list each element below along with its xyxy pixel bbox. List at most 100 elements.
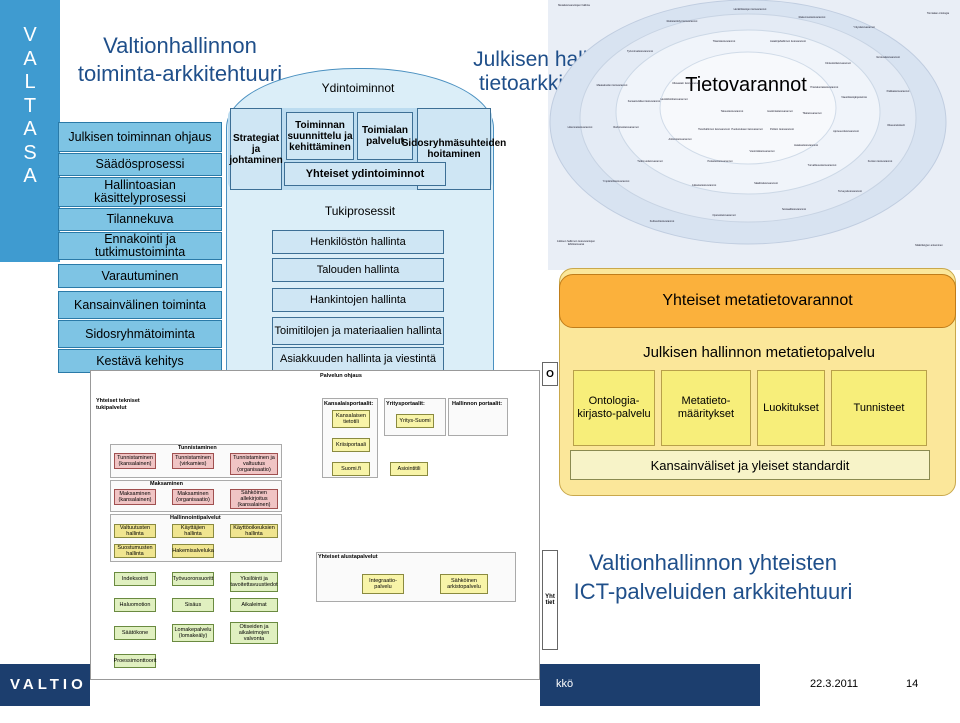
ring-label: Työvoimatietovarannot [626, 50, 654, 53]
portal-label: Hallinnon portaalit: [452, 401, 503, 407]
ohjaus-item: Julkisen toiminnan ohjaus [58, 122, 222, 152]
portal-group [448, 398, 508, 436]
ring-label: Sosiaalitietovarannot [781, 208, 807, 211]
palvelun-ohjaus-label: Palvelun ohjaus [320, 373, 362, 379]
ring-label: Kiinteistötietovarannot [825, 62, 851, 65]
alusta-title: Yhteiset alustapalvelut [318, 554, 378, 560]
strategi-box: Strategiat ja johtaminen [229, 108, 283, 190]
ring-label: Liikennetietovarannot [567, 126, 593, 129]
valtasa-letter: T [23, 94, 37, 117]
ydin-box: Toiminnan suunnittelu ja kehittäminen [286, 112, 354, 160]
ring-label: Terveystietovarannot [838, 190, 862, 193]
ring-label: Rekisteröidyt tietovarannot [666, 20, 698, 23]
maksaminen-item: Maksaminen (organisaatio) [172, 489, 214, 505]
ring-label: Yritystietovarannot [853, 26, 875, 29]
ring-label: Pelastustietovarannot [707, 160, 733, 163]
alusta-item: Integraatio-palvelu [362, 574, 404, 594]
top-right-label: Toimialan ontologia [926, 12, 950, 15]
misc-service: Työvuoronsuoritt [172, 572, 214, 586]
ohjaus-item: Ennakointi ja tutkimustoiminta [58, 232, 222, 260]
cutoff-o: O [542, 362, 558, 386]
misc-service: Säätökone [114, 626, 156, 640]
ohjaus-item: Hallintoasian käsittelyprosessi [58, 177, 222, 207]
ring-label: Henkilötietojen tietovarannot [733, 8, 767, 11]
ring-label: Paikkatietovarannot [886, 90, 910, 93]
misc-service: Yksilöinti ja tavoitettavuustiedot [230, 572, 278, 592]
misc-service: Sisäus [172, 598, 214, 612]
ring-label: Yhteiskuntatietovarannot [809, 86, 839, 89]
footer-band-left [0, 664, 90, 706]
footer-date: 22.3.2011 [810, 678, 859, 690]
metapalvelu-box: Ontologia-kirjasto-palvelu [573, 370, 655, 446]
ring-label: Poliisin tietovarannot [770, 128, 794, 131]
yhteiset-ydin-box: Yhteiset ydintoiminnot [284, 162, 446, 186]
ring-label: Oikeusrekisterit [887, 124, 905, 127]
ict-title: Valtionhallinnon yhteisten ICT-palveluid… [573, 550, 853, 604]
valtasa-letter: A [23, 165, 37, 187]
misc-service: Proessimonttoorit [114, 654, 156, 668]
ydin-box: Toimialan palvelut [357, 112, 413, 160]
ohjaus-item: Tilannekuva [58, 208, 222, 231]
ring-label: Puolustuksen tietovarannot [731, 128, 763, 131]
ohjaus-item: Varautuminen [58, 264, 222, 288]
portal-item: Yritys-Suomi [396, 414, 434, 428]
maksaminen-item: Sähköinen allekirjoitus (kansalainen) [230, 489, 278, 509]
ring-label: Tietohallinnon tietovarannot [698, 128, 730, 131]
tieto-ellipses [549, 0, 947, 245]
misc-service: Indeksointi [114, 572, 156, 586]
ring-label: Rakennustietovarannot [798, 16, 826, 19]
tunnistaminen-item: Tunnistaminen (virkamies) [172, 453, 214, 469]
misc-service: Lomakepalvelu (lomakeäly) [172, 624, 214, 642]
portal-label: Kansalaisportaalit: [324, 401, 374, 407]
ring-label: Arkistotietovarannot [668, 138, 692, 141]
misc-service: Haluomotion [114, 598, 156, 612]
ring-label: Ympäristötietovarannot [602, 180, 630, 183]
ring-label: Kulttuuritietovarannot [649, 220, 675, 223]
metapalvelu-box: Tunnisteet [831, 370, 927, 446]
ohjaus-item: Säädösprosessi [58, 153, 222, 176]
tuki-box: Henkilöstön hallinta [272, 230, 444, 254]
footer-name-fragment: kkö [556, 678, 574, 690]
portal-item: Suomi.fi [332, 462, 370, 476]
bottom-left-label: Julkisen hallinnon tietovarantojen lähtö… [556, 240, 596, 246]
valtasa-letter: A [23, 47, 37, 70]
sidosryhma-box: Sidosryhmäsuhteiden hoitaminen [402, 108, 506, 190]
tuki-box: Hankintojen hallinta [272, 288, 444, 312]
valtasa-letter: S [23, 141, 37, 164]
ring-label: Ulkoasiain tietovarannot [672, 82, 700, 85]
ring-label: Ajoneuvotietovarannot [833, 130, 859, 133]
tunnistaminen-item: Tunnistaminen (kansalainen) [114, 453, 156, 469]
tietovarannot-title: Tietovarannot [685, 74, 807, 96]
left-title: Valtionhallinnon toiminta-arkkitehtuuri [77, 33, 283, 86]
tuki-box: Asiakkuuden hallinta ja viestintä [272, 347, 444, 371]
footer-logo: VALTIO [10, 676, 87, 693]
portal-item: Kriisiportaali [332, 438, 370, 452]
footer-band-mid [540, 664, 760, 706]
hallinnointi-item: Käyttäjien hallinta [172, 524, 214, 538]
ring-label: Tutkimustietovarannot [637, 160, 663, 163]
left-letter-band [0, 0, 60, 262]
ring-label: Taloustietovarannot [720, 110, 744, 113]
ring-label: Rahoitustietovarannot [613, 126, 639, 129]
valtasa-letter: L [24, 71, 36, 93]
ohjaus-item: Kansainvälinen toiminta [58, 291, 222, 319]
hallinnointi-item: Hakemisalveluka [172, 544, 214, 558]
valtasa-letter: V [23, 24, 37, 46]
tuki-box: Toimitilojen ja materiaalien hallinta [272, 317, 444, 345]
ring-label: Henkilöstötietovarannot [660, 98, 688, 101]
ring-label: Tilatietovarannot [802, 112, 822, 115]
ring-label: Julkaisutietovarannot [691, 184, 717, 187]
tukiprosessit-title: Tukiprosessit [324, 204, 396, 218]
hallinnointi-title: Hallinnointipalvelut [170, 515, 221, 521]
hallinnointi-item: Valtuutusten hallinta [114, 524, 156, 538]
alusta-item: Sähköinen arkistopalvelu [440, 574, 488, 594]
misc-service: Otiseiden ja aikaleimojen valvonta [230, 622, 278, 644]
maksaminen-item: Maksaminen (kansalainen) [114, 489, 156, 505]
portal-item: Asiointitili [390, 462, 428, 476]
metatietopalvelu-title: Julkisen hallinnon metatietopalvelu [643, 344, 875, 361]
ring-label: Opetustietovarannot [712, 214, 736, 217]
maksaminen-title: Maksaminen [150, 481, 184, 487]
tuki-box: Talouden hallinta [272, 258, 444, 282]
footer-page: 14 [906, 678, 919, 690]
ohjaus-item: Kestävä kehitys [58, 349, 222, 373]
